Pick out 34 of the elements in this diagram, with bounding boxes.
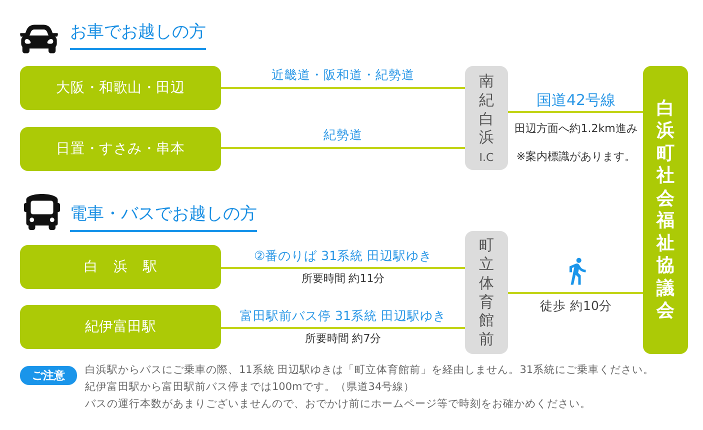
origin-box	[20, 127, 221, 171]
edge-label: 徒歩 約10分	[538, 298, 614, 314]
notice-badge: ご注意	[20, 366, 77, 385]
edge-label: 近畿道・阪和道・紀勢道	[270, 67, 416, 84]
connector-line	[221, 327, 465, 329]
node-label: I.C	[479, 151, 494, 164]
edge-label: 紀勢道	[322, 127, 364, 144]
stop-box	[465, 66, 508, 170]
node-label: 日置・すさみ・串本	[56, 140, 185, 158]
origin-box	[20, 245, 221, 289]
route-note: 所要時間 約7分	[304, 332, 382, 346]
stop-box	[643, 66, 688, 354]
node-label: 紀伊富田駅	[84, 318, 156, 336]
connector-line	[221, 87, 465, 89]
section-heading: お車でお越しの方	[70, 20, 206, 50]
node-label: 南紀白浜	[479, 72, 494, 147]
stop-box	[465, 231, 508, 354]
connector-line	[221, 267, 465, 269]
route-note: 田辺方面へ約1.2km進み	[514, 122, 638, 136]
section-heading: 電車・バスでお越しの方	[70, 202, 257, 232]
node-label: 白浜町社会福祉協議会	[656, 98, 674, 322]
node-label: 大阪・和歌山・田辺	[56, 79, 185, 97]
origin-box	[20, 66, 221, 110]
node-label: 町立体育館前	[479, 236, 494, 349]
node-label: 白浜駅	[84, 258, 172, 276]
notice-text: バスの運行本数があまりございませんので、おでかけ前にホームページ等で時刻をお確かめください。	[85, 398, 591, 412]
route-note: ※案内標識があります。	[516, 150, 636, 164]
connector-line	[508, 111, 643, 113]
connector-line	[221, 147, 465, 149]
connector-line	[508, 292, 643, 294]
route-note: 所要時間 約11分	[301, 272, 385, 286]
notice-text: 紀伊富田駅から富田駅前バス停までは100mです。（県道34号線）	[85, 381, 415, 395]
origin-box	[20, 305, 221, 349]
notice-text: 白浜駅からバスにご乗車の際、11系統 田辺駅ゆきは「町立体育館前」を経由しません。31系統にご乗車ください。	[85, 364, 654, 378]
